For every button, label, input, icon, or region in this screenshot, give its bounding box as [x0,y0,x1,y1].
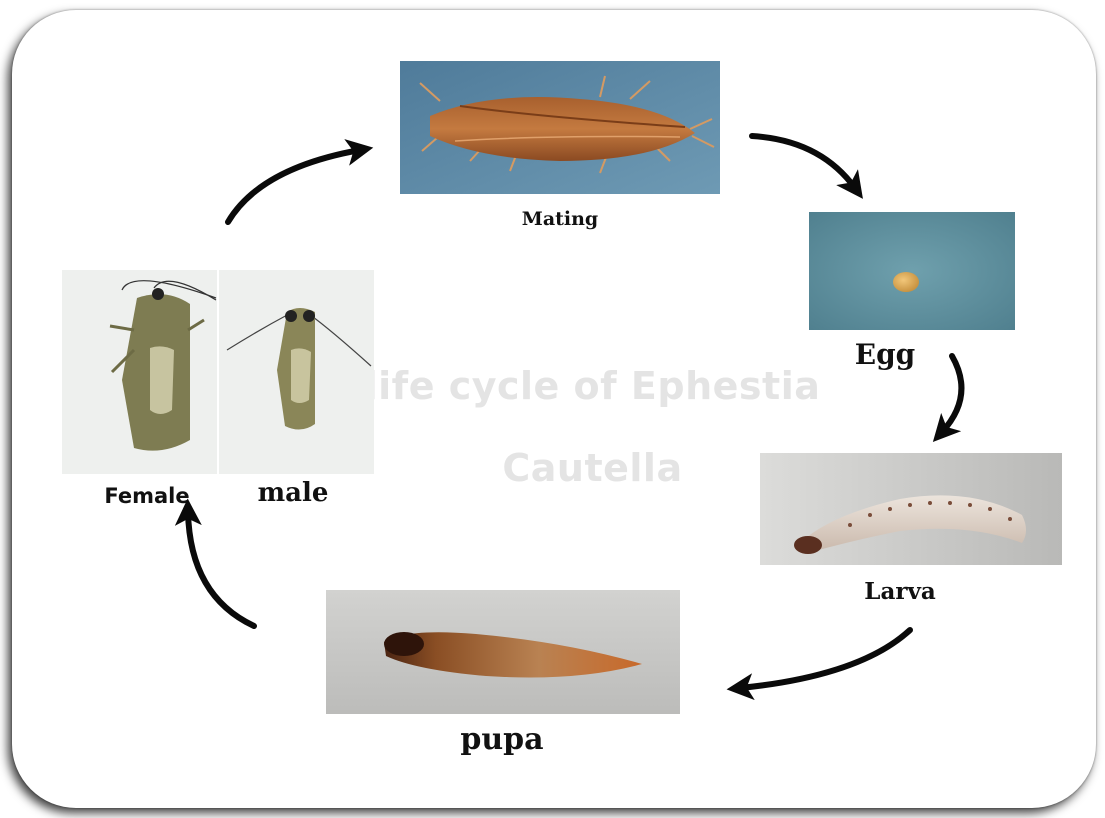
arrow-curved-icon [740,630,910,688]
arrow-curved-icon [228,150,360,222]
arrow-curved-icon [942,356,961,432]
arrow-curved-icon [188,512,254,626]
arrow-curved-icon [752,136,855,188]
